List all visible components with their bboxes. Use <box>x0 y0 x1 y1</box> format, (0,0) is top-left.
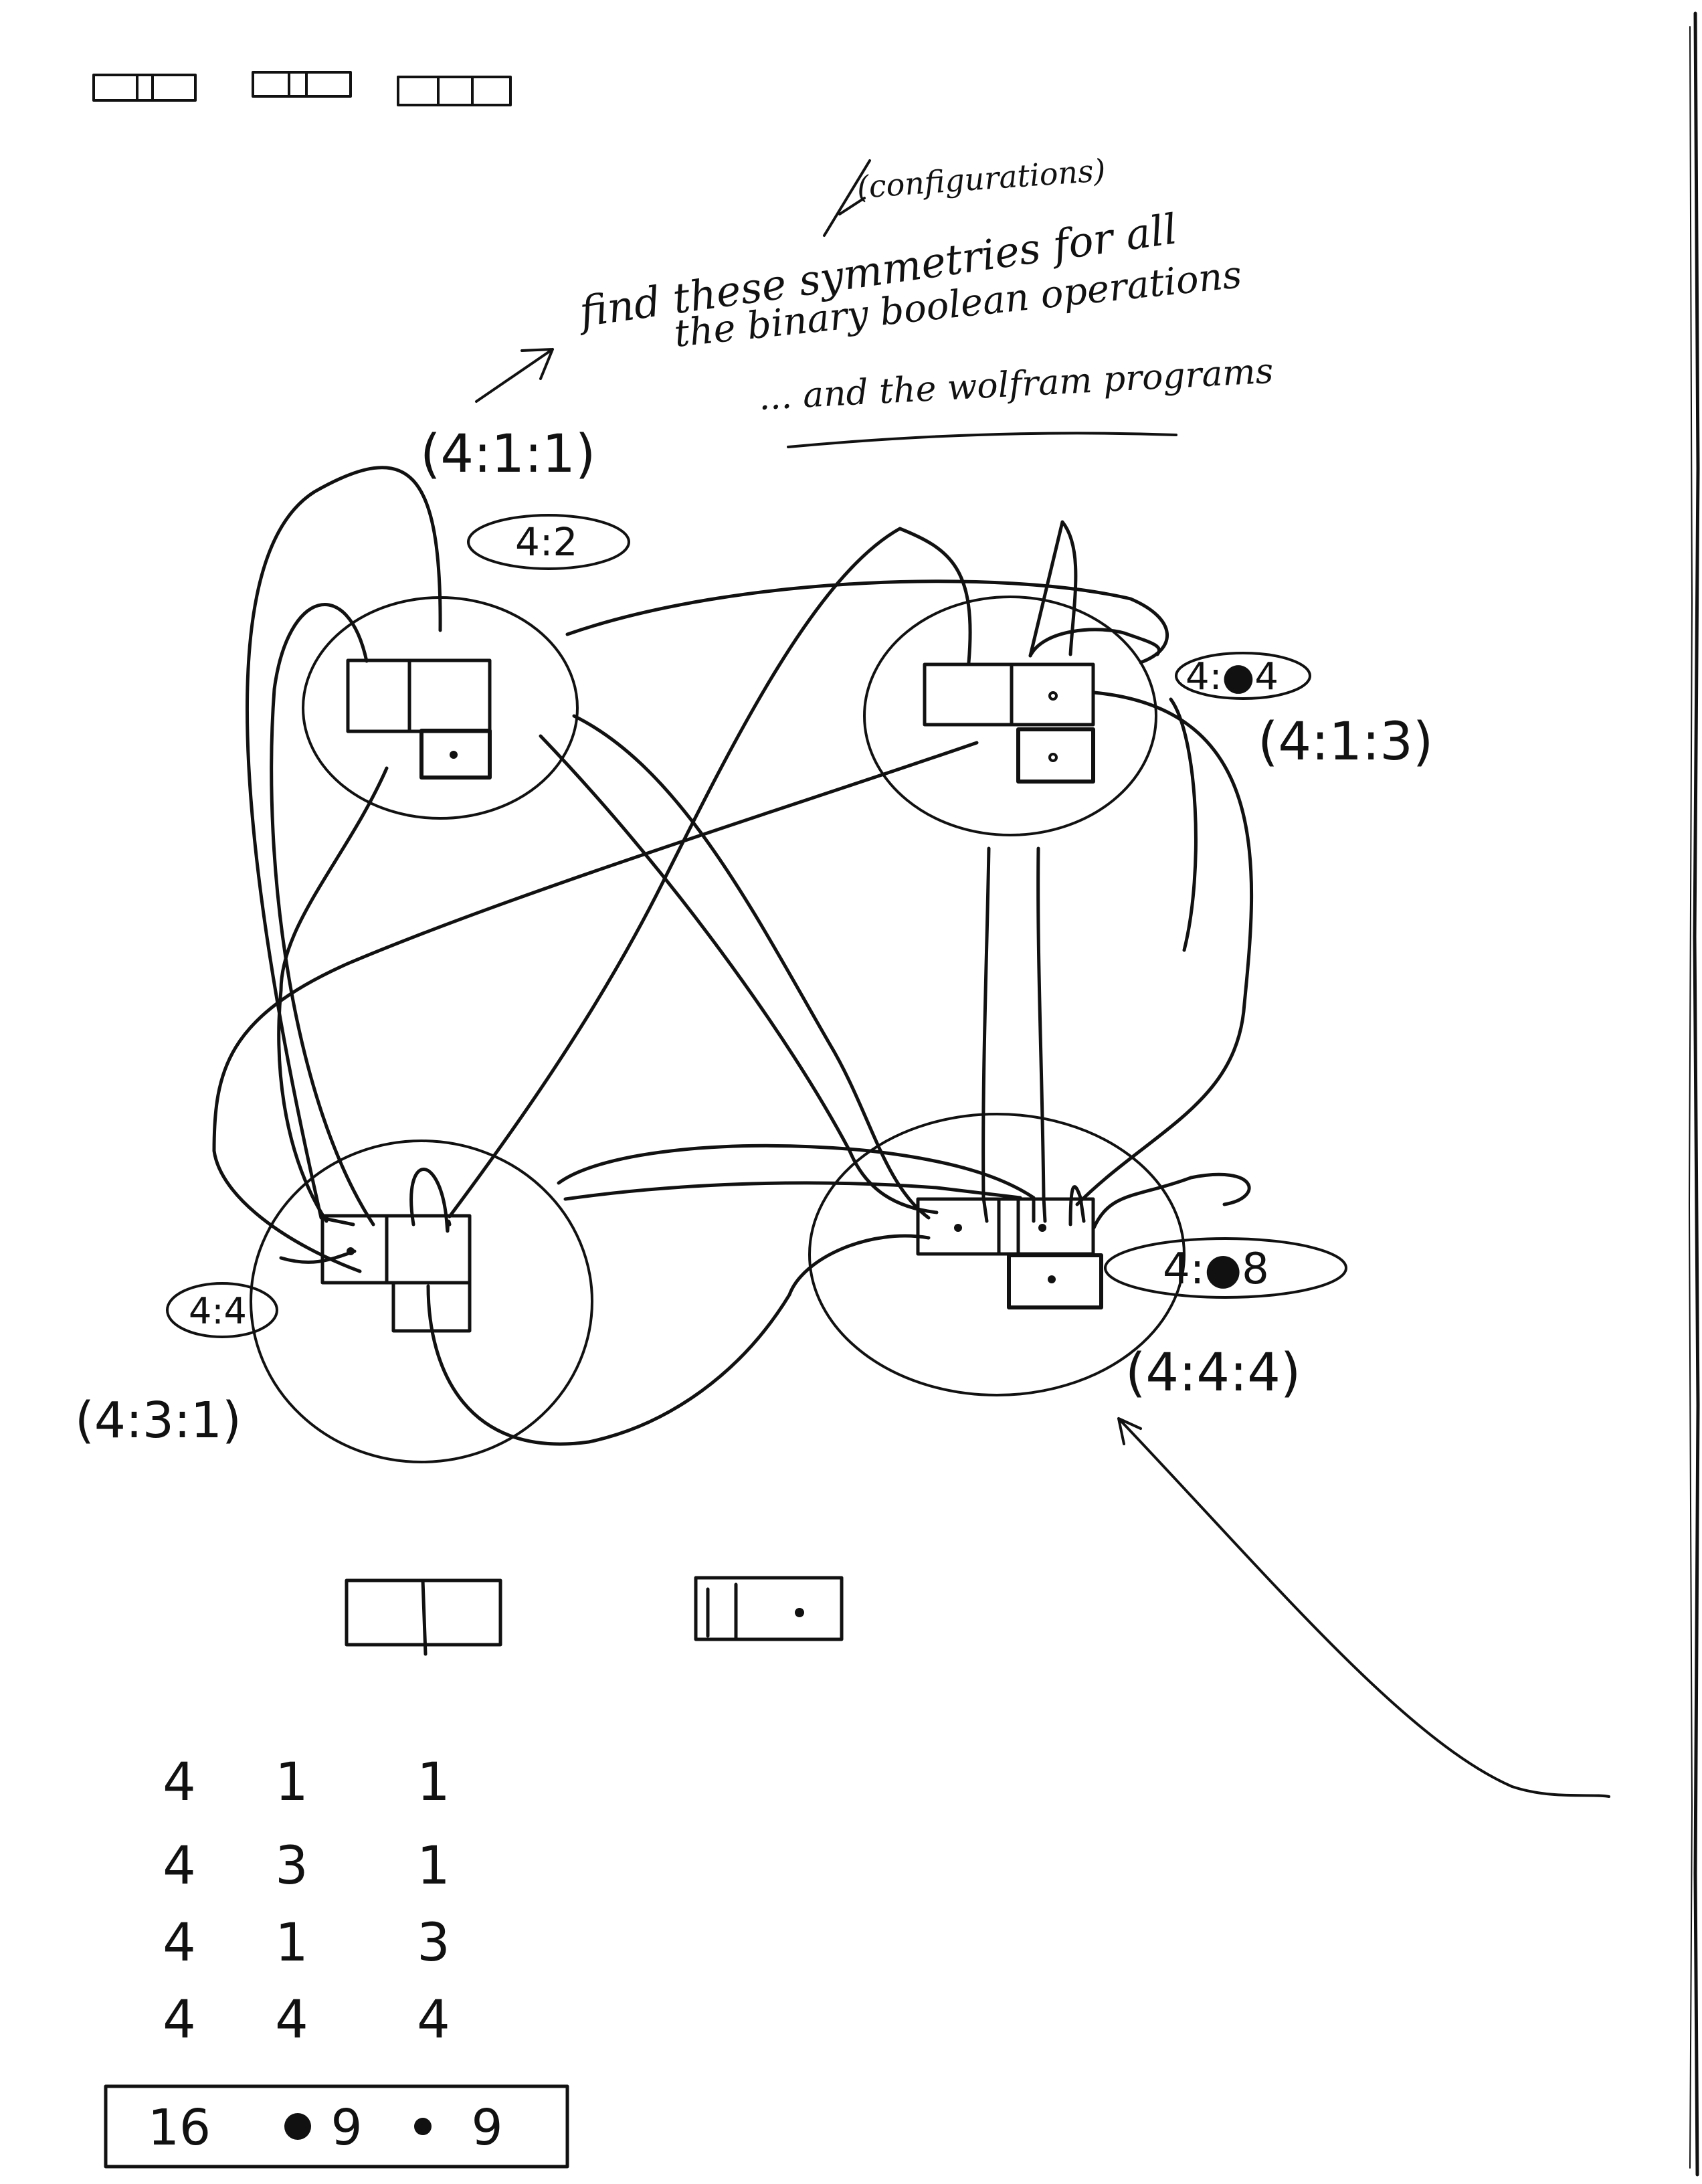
node-top-right-ellipse <box>863 596 1157 836</box>
table-cell: 4 <box>163 1836 196 1896</box>
cell-pair <box>923 662 1095 727</box>
cell-pair <box>346 658 492 733</box>
table-cell: 3 <box>275 1836 308 1896</box>
node-top-left: 4:2 (4:1:1) <box>302 424 630 820</box>
node-bottom-right-ellipse <box>808 1113 1186 1396</box>
table-cell: 4 <box>275 1990 308 2050</box>
node-bottom-right: 4:●8 (4:4:4) <box>808 1113 1347 1403</box>
total-cell: 9 <box>471 2099 502 2157</box>
top-box-2 <box>252 71 352 98</box>
table-cell: 1 <box>275 1752 308 1813</box>
table-cell: 1 <box>275 1913 308 1973</box>
node-bottom-left-ellipse <box>250 1140 593 1463</box>
page-edge <box>1689 11 1700 2177</box>
top-box-3 <box>397 76 512 106</box>
note-underline <box>787 432 1177 448</box>
dotted-cell <box>1007 1253 1103 1309</box>
ratio-oval <box>1104 1237 1347 1299</box>
ratio-oval <box>1175 652 1311 700</box>
dotted-cell <box>419 729 492 780</box>
ratio-label-bottom-left: 4:4 <box>189 1290 247 1332</box>
ratio-label-top-left: 4:2 <box>515 519 577 565</box>
ratio-label-top-right: 4:●4 <box>1186 655 1279 699</box>
note-line-3: ... and the wolfram programs <box>758 351 1274 418</box>
scribble-mark <box>414 2118 432 2135</box>
middle-box-right <box>694 1576 844 1641</box>
diagonal-line <box>1117 1417 1610 1798</box>
empty-cell <box>391 1281 472 1333</box>
middle-box-left <box>345 1578 502 1656</box>
table-cell: 4 <box>417 1990 450 2050</box>
number-table: 4 1 1 4 3 1 4 1 3 4 4 4 <box>163 1752 450 2050</box>
ratio-label-bottom-right: 4:●8 <box>1163 1245 1269 1294</box>
total-cell: 16 <box>148 2099 211 2157</box>
total-cell: 9 <box>330 2099 362 2157</box>
top-box-1 <box>92 74 197 102</box>
node-top-right: 4:●4 (4:1:3) <box>863 596 1433 836</box>
scribble-mark <box>284 2113 311 2140</box>
cell-pair <box>916 1197 1095 1256</box>
note-configurations: (configurations) <box>856 152 1107 205</box>
table-cell: 1 <box>417 1752 450 1813</box>
table-cell: 1 <box>417 1836 450 1896</box>
ratio-oval <box>166 1282 278 1338</box>
table-cell: 4 <box>163 1752 196 1813</box>
arrow-to-note <box>475 348 554 403</box>
triple-label-bottom-left: (4:3:1) <box>75 1392 242 1449</box>
triple-label-bottom-right: (4:4:4) <box>1125 1343 1301 1403</box>
connection-lines <box>212 466 1254 1446</box>
top-box-row <box>92 71 512 106</box>
table-cell: 4 <box>163 1913 196 1973</box>
node-top-left-ellipse <box>302 596 579 820</box>
triple-label-top-left: (4:1:1) <box>420 424 595 484</box>
dotted-cell <box>1016 727 1095 784</box>
triple-label-top-right: (4:1:3) <box>1258 712 1433 772</box>
ratio-oval <box>467 514 630 570</box>
table-cell: 4 <box>163 1990 196 2050</box>
node-bottom-left: 4:4 (4:3:1) <box>75 1140 593 1463</box>
total-box <box>104 2084 569 2169</box>
table-cell: 3 <box>417 1913 450 1973</box>
handwritten-note: (configurations) find these symmetries f… <box>475 152 1274 448</box>
